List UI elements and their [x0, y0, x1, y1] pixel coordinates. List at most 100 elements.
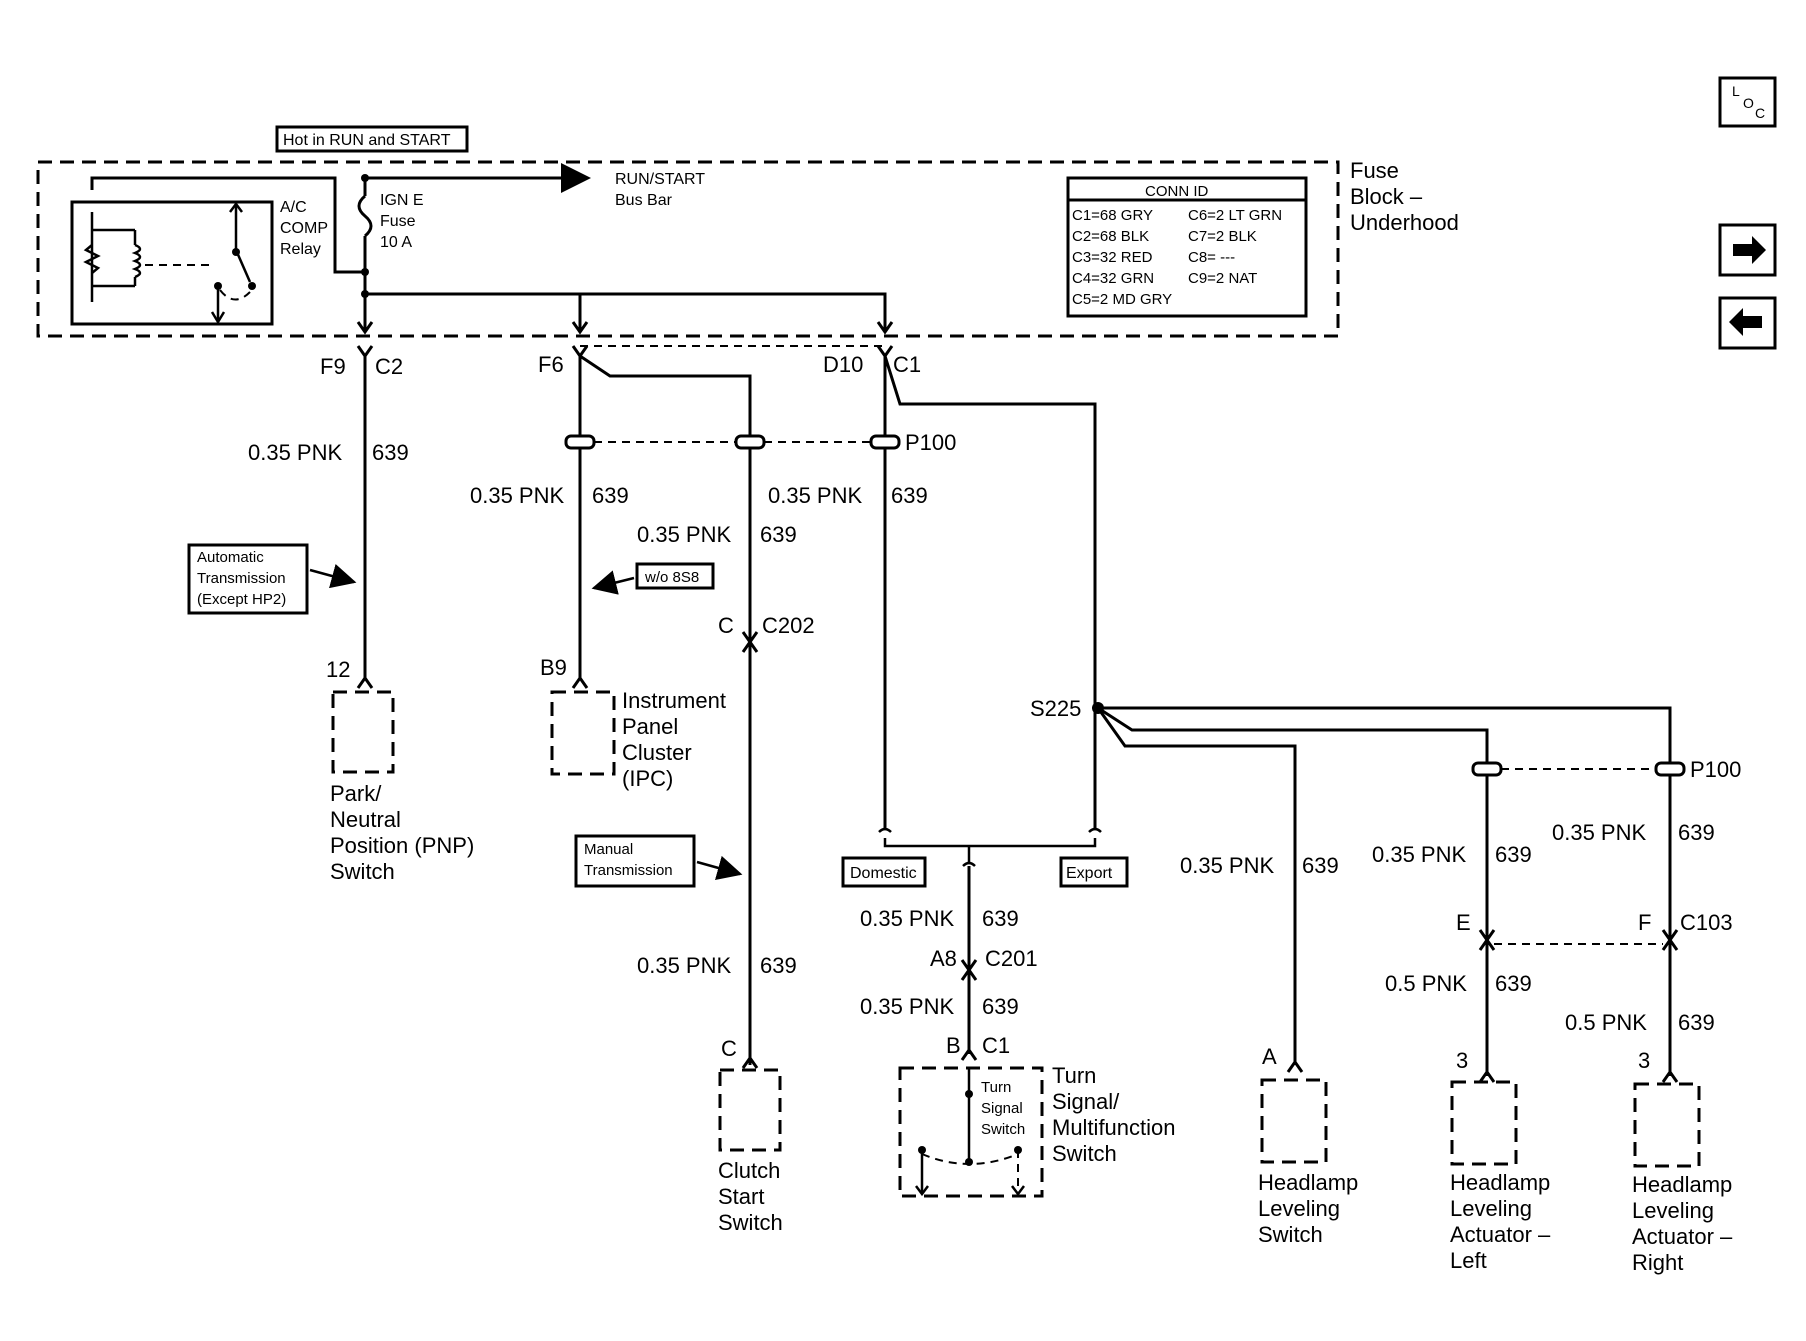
conn-p100-right: P100: [1690, 757, 1741, 782]
wire-label-gauge: 0.35 PNK: [637, 522, 731, 547]
turn-signal-switch-box: [898, 1066, 1044, 1198]
conn-e: E: [1456, 910, 1471, 935]
pin-12: 12: [326, 657, 350, 682]
turn-signal-switch-icon: [915, 1068, 1025, 1197]
p100-right-connectors: [1471, 761, 1686, 777]
wire-label-gauge: 0.35 PNK: [470, 483, 564, 508]
pnp-switch-label: Park/ Neutral Position (PNP) Switch: [330, 781, 480, 884]
clutch-pin-symbol: [741, 1055, 759, 1069]
wire-label-circuit: 639: [891, 483, 928, 508]
hl-switch-box: [1260, 1078, 1328, 1164]
wire-s225-hl-switch: [1096, 707, 1297, 1065]
wire-label-gauge: 0.35 PNK: [637, 953, 731, 978]
conn-f: F: [1638, 910, 1651, 935]
wire-s225-hl-right: [1098, 706, 1672, 1076]
wire-label-circuit: 639: [1495, 842, 1532, 867]
relay-coil-icon: [83, 201, 256, 325]
wire-label-circuit: 639: [982, 906, 1019, 931]
hl-actuator-right-box: [1633, 1082, 1701, 1168]
arrow-right-icon: [1733, 236, 1766, 264]
svg-text:O: O: [1743, 95, 1754, 111]
conn-f6: F6: [538, 352, 564, 377]
wo-8s8-note-box: [635, 562, 715, 590]
hl-switch-pin-symbol: [1286, 1059, 1304, 1073]
wire-label-circuit: 639: [760, 953, 797, 978]
pnp-pin-symbol: [356, 675, 374, 689]
pnp-switch-box: [331, 690, 395, 774]
conn-id-right-col: C6=2 LT GRN C7=2 BLK C8= --- C9=2 NAT: [1188, 207, 1286, 287]
export-box: [1059, 856, 1129, 888]
next-page-button[interactable]: [1718, 223, 1777, 277]
auto-trans-note-box: [187, 543, 309, 615]
svg-text:L: L: [1732, 83, 1740, 99]
domestic-label: Domestic: [850, 865, 917, 882]
auto-trans-arrow: [309, 564, 357, 589]
arrow-left-icon: [1729, 308, 1762, 336]
wire-label-gauge: 0.5 PNK: [1385, 971, 1467, 996]
previous-page-button[interactable]: [1718, 296, 1777, 350]
conn-p100-top: P100: [905, 430, 956, 455]
turn-signal-inner-label: Turn Signal Switch: [981, 1079, 1027, 1138]
export-label: Export: [1066, 865, 1113, 882]
wire-label-gauge: 0.5 PNK: [1565, 1010, 1647, 1035]
hl-switch-label: Headlamp Leveling Switch: [1258, 1170, 1364, 1247]
wire-label-circuit: 639: [1302, 853, 1339, 878]
splice-s225: S225: [1030, 696, 1081, 721]
relay-label: A/C COMP Relay: [280, 199, 332, 258]
domestic-box: [841, 856, 927, 888]
pin-3-right: 3: [1638, 1048, 1650, 1073]
hl-actuator-left-box: [1450, 1080, 1518, 1166]
manual-trans-arrow: [696, 855, 743, 880]
conn-id-title: CONN ID: [1145, 183, 1209, 200]
loc-button[interactable]: L O C: [1718, 76, 1777, 128]
domestic-export-selector: [878, 827, 1102, 867]
ipc-pin-symbol: [571, 675, 589, 689]
wire-label-gauge: 0.35 PNK: [860, 994, 954, 1019]
conn-c2: C2: [375, 354, 403, 379]
wo-8s8-note: w/o 8S8: [644, 569, 699, 586]
hl-actuator-left-label: Headlamp Leveling Actuator – Left: [1450, 1170, 1556, 1273]
hl-right-pin-symbol: [1661, 1069, 1679, 1083]
pin-b: B: [946, 1033, 961, 1058]
wire-label-circuit: 639: [760, 522, 797, 547]
wire-label-circuit: 639: [1678, 1010, 1715, 1035]
turn-pin-symbol: [960, 1047, 978, 1061]
pin-a: A: [1262, 1044, 1277, 1069]
wire-label-circuit: 639: [1678, 820, 1715, 845]
ign-e-fuse: [357, 174, 373, 330]
connector-symbols: [356, 345, 894, 359]
wire-label-gauge: 0.35 PNK: [860, 906, 954, 931]
hl-left-pin-symbol: [1478, 1069, 1496, 1083]
conn-c1-top: C1: [893, 352, 921, 377]
pin-c: C: [721, 1036, 737, 1061]
wire-label-gauge: 0.35 PNK: [248, 440, 342, 465]
wire-label-gauge: 0.35 PNK: [1372, 842, 1466, 867]
wire-label-circuit: 639: [592, 483, 629, 508]
wire-label-gauge: 0.35 PNK: [1552, 820, 1646, 845]
wo-8s8-arrow: [591, 570, 635, 595]
c103-connectors: [1478, 929, 1679, 951]
ipc-label: Instrument Panel Cluster (IPC): [622, 688, 732, 791]
wire-label-circuit: 639: [982, 994, 1019, 1019]
conn-a8: A8: [930, 946, 957, 971]
wire-label-circuit: 639: [1495, 971, 1532, 996]
hl-actuator-right-label: Headlamp Leveling Actuator – Right: [1632, 1172, 1738, 1275]
wire-label-circuit: 639: [372, 440, 409, 465]
fuse-block-title: Fuse Block – Underhood: [1350, 158, 1459, 235]
conn-c202: C202: [762, 613, 815, 638]
conn-id-left-col: C1=68 GRY C2=68 BLK C3=32 RED C4=32 GRN …: [1072, 207, 1172, 308]
conn-d10: D10: [823, 352, 863, 377]
manual-trans-note-box: [574, 834, 696, 888]
wire-label-gauge: 0.35 PNK: [1180, 853, 1274, 878]
pin-b9: B9: [540, 655, 567, 680]
ipc-box: [550, 690, 616, 776]
wire-label-gauge: 0.35 PNK: [768, 483, 862, 508]
fuse-label: IGN E Fuse 10 A: [380, 192, 428, 251]
p100-top-connectors: [564, 434, 901, 450]
hot-label-box: [275, 125, 469, 153]
ac-comp-relay-box: [70, 200, 274, 326]
busbar-label: RUN/START Bus Bar: [615, 171, 709, 209]
svg-text:C: C: [1755, 105, 1765, 121]
hot-label: Hot in RUN and START: [283, 132, 451, 149]
